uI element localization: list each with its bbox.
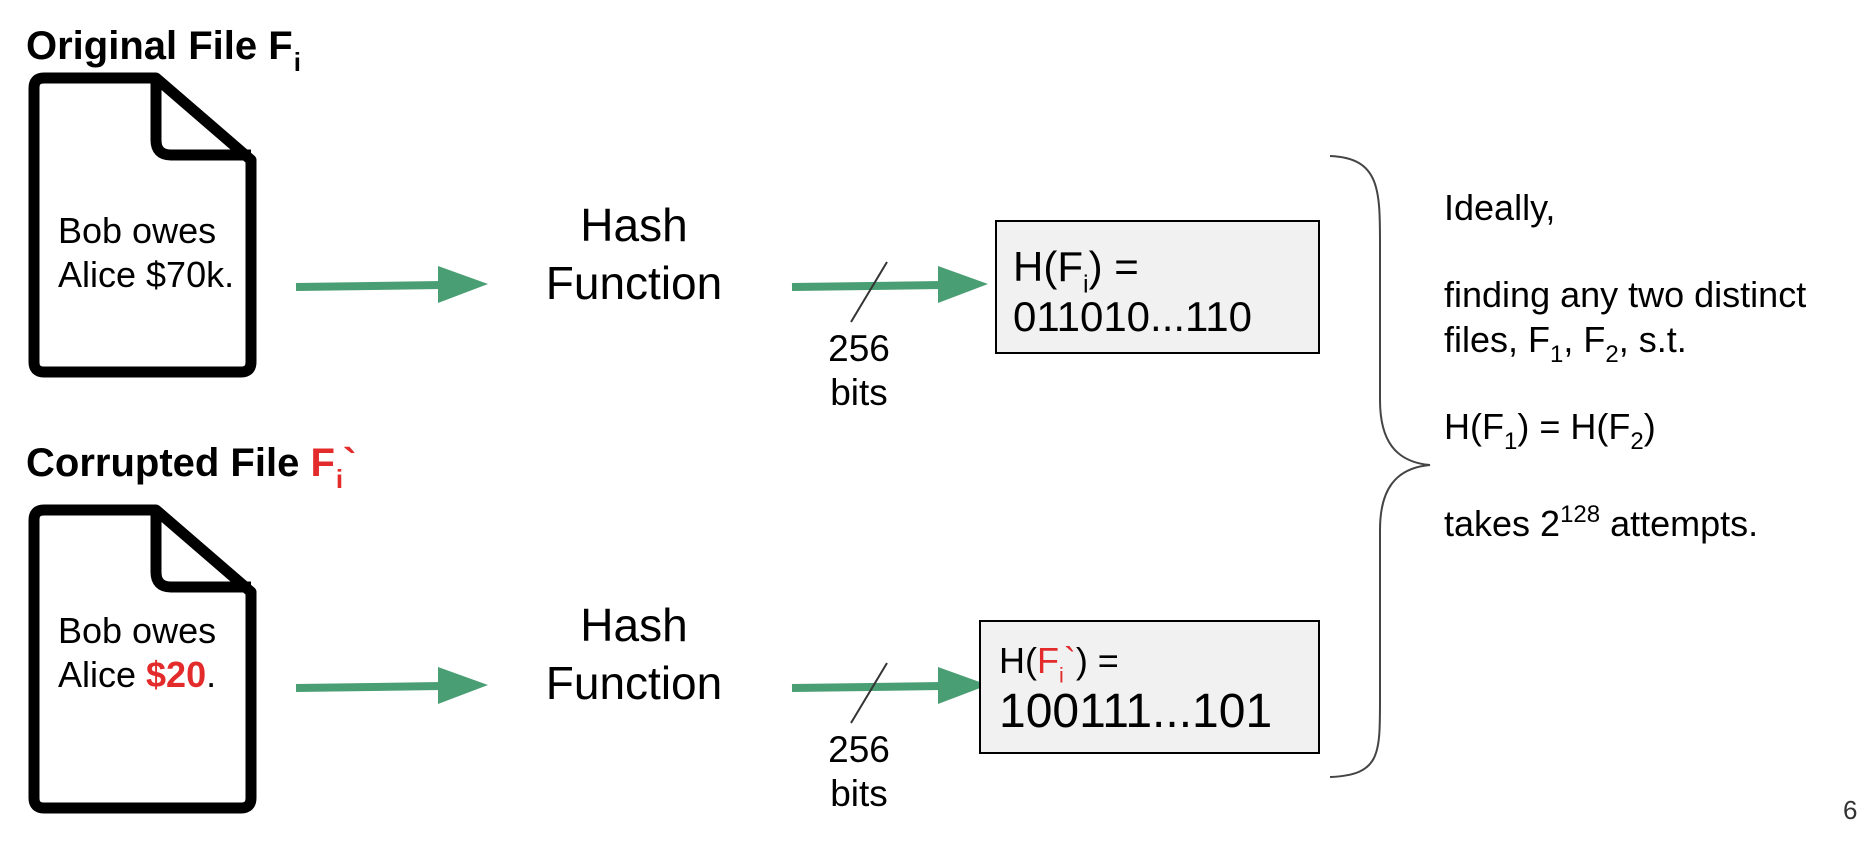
bottom-hash-output-label: H(Fi`) = [999, 640, 1119, 688]
corrupted-file-text: Bob owes Alice $20. [58, 609, 216, 697]
page-number: 6 [1843, 795, 1858, 825]
bottom-bit-width-label: 256 bits [828, 729, 890, 814]
bottom-hash-function-label: Hash Function [545, 599, 723, 709]
bottom-bits-slash [850, 662, 888, 724]
corrupted-amount: $20 [146, 654, 207, 695]
original-file-line2: Alice $70k. [58, 254, 235, 295]
corrupted-file-fold [150, 510, 251, 593]
top-hash-output-box: H(Fi) = 011010...110 [995, 220, 1320, 354]
top-bit-width-label: 256 bits [828, 328, 890, 413]
explanation-files: files, F1, F2, s.t. [1444, 319, 1687, 368]
top-hash-output-label: H(Fi) = [1013, 243, 1139, 299]
corrupted-file-title: Corrupted File Fi` [26, 441, 357, 494]
top-bits-slash [850, 261, 888, 323]
original-file-line1: Bob owes [58, 210, 217, 251]
bottom-input-arrow [295, 667, 488, 704]
explanation-attempts: takes 2128 attempts. [1444, 501, 1759, 544]
top-hash-output-value: 011010...110 [1013, 293, 1252, 340]
explanation-finding: finding any two distinct [1444, 274, 1807, 315]
top-output-arrow [791, 266, 988, 303]
bottom-hash-output-box: H(Fi`) = 100111...101 [979, 620, 1320, 754]
explanation-collision-equation: H(F1) = H(F2) [1444, 406, 1656, 455]
corrupted-file-icon [28, 504, 257, 814]
bottom-hash-output-value: 100111...101 [999, 685, 1273, 738]
corrupted-file-line2: Alice $20. [58, 654, 217, 695]
explanation-ideally: Ideally, [1444, 187, 1556, 228]
original-file-icon [28, 72, 257, 378]
top-input-arrow [295, 266, 488, 303]
bottom-output-arrow [791, 667, 988, 704]
corrupted-file-line1: Bob owes [58, 610, 217, 651]
top-hash-function-label: Hash Function [545, 199, 723, 309]
original-file-text: Bob owes Alice $70k. [58, 209, 234, 297]
right-curly-brace [1329, 155, 1431, 778]
original-file-title: Original File Fi [26, 24, 301, 77]
original-file-fold [150, 78, 251, 161]
